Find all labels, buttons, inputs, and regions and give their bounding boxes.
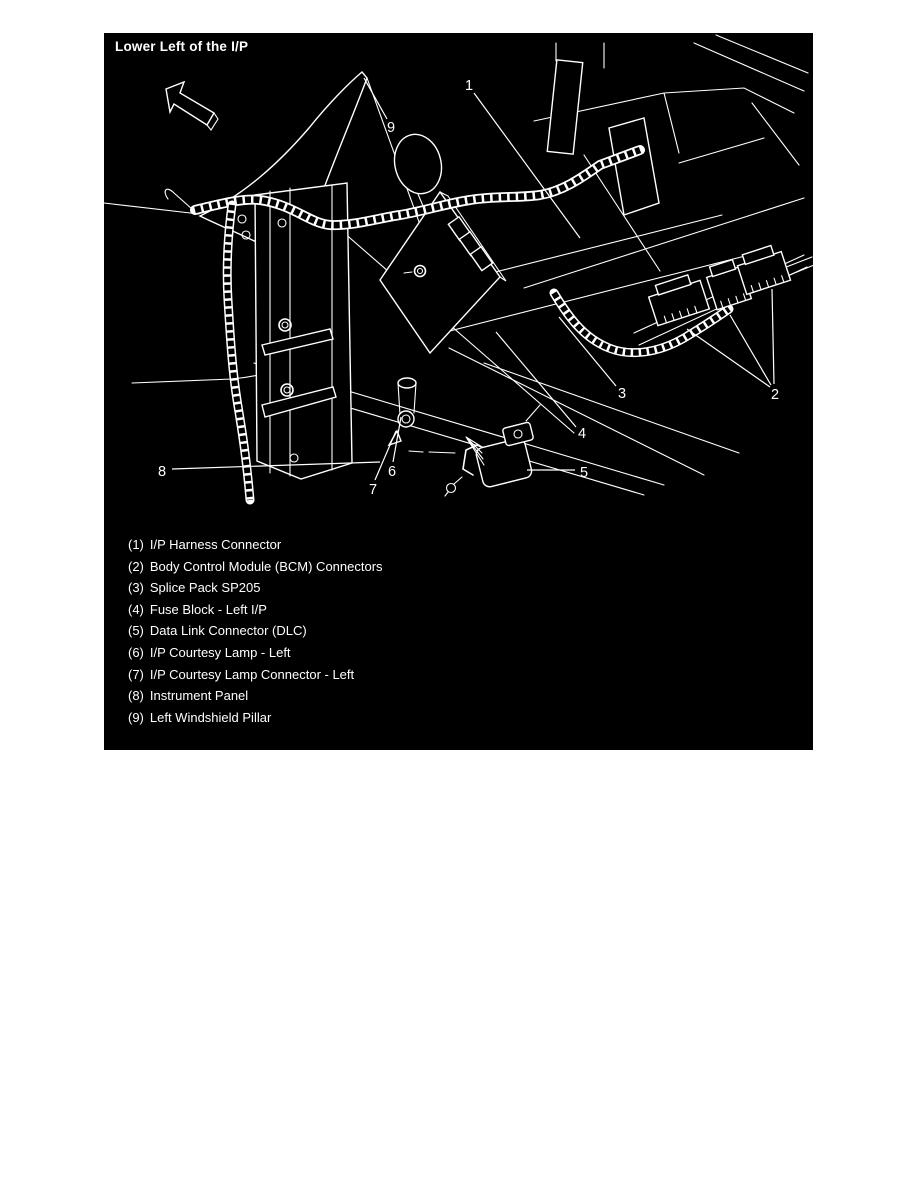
legend-label: I/P Courtesy Lamp - Left	[149, 644, 291, 660]
callout-7: 7	[369, 482, 377, 498]
figure-title: Lower Left of the I/P	[115, 39, 249, 54]
callout-6: 6	[388, 464, 396, 480]
callout-4: 4	[578, 426, 586, 442]
ip-wiring-diagram: 1 2 3 4 5 6 7 8 9	[104, 34, 813, 505]
legend-ref: (6)	[128, 644, 144, 660]
ip-harness-conduit	[164, 145, 734, 505]
legend-label: I/P Harness Connector	[149, 537, 282, 552]
callout-8: 8	[158, 464, 166, 480]
legend-ref: (4)	[128, 601, 144, 617]
legend-label: Instrument Panel	[149, 688, 249, 704]
legend-ref: (2)	[128, 558, 144, 574]
legend-ref: (9)	[128, 709, 144, 725]
callout-numbers: 1 2 3 4 5 6 7 8 9	[158, 78, 779, 498]
legend-ref: (3)	[128, 580, 144, 596]
legend-ref: (7)	[128, 666, 144, 682]
upper-brackets	[546, 59, 660, 216]
courtesy-lamp	[387, 377, 417, 447]
illustration-panel: Lower Left of the I/P	[104, 33, 813, 750]
legend-ref: (5)	[128, 623, 144, 639]
legend-label: Fuse Block - Left I/P	[149, 601, 267, 617]
callout-9: 9	[387, 120, 395, 136]
legend-item-9: (9) Left Windshield Pillar	[128, 707, 648, 729]
legend-item-4: (4) Fuse Block - Left I/P	[128, 599, 648, 621]
legend-ref: (8)	[128, 688, 144, 704]
callout-5: 5	[580, 465, 588, 481]
legend-label: Data Link Connector (DLC)	[149, 623, 307, 639]
legend-item-5: (5) Data Link Connector (DLC)	[128, 620, 648, 642]
data-link-connector	[408, 404, 541, 497]
legend-item-3: (3) Splice Pack SP205	[128, 577, 648, 599]
leader-lines	[171, 77, 775, 481]
instrument-panel-structure	[237, 182, 353, 480]
bolt-icon	[237, 214, 299, 463]
structure-lines	[253, 34, 813, 496]
legend-item-7: (7) I/P Courtesy Lamp Connector - Left	[128, 664, 648, 686]
legend: (1) I/P Harness Connector (2) Body Control…	[128, 534, 648, 728]
callout-1: 1	[465, 78, 473, 94]
bcm-connectors	[647, 244, 792, 327]
callout-2: 2	[771, 387, 779, 403]
fuse-block	[379, 190, 507, 355]
legend-item-2: (2) Body Control Module (BCM) Connectors	[128, 556, 648, 578]
legend-item-6: (6) I/P Courtesy Lamp - Left	[128, 642, 648, 664]
legend-label: Splice Pack SP205	[149, 580, 261, 596]
column-boot-oval	[393, 133, 443, 195]
legend-label: Left Windshield Pillar	[149, 709, 272, 725]
legend-item-1: (1) I/P Harness Connector	[128, 534, 648, 556]
legend-ref: (1)	[128, 537, 144, 552]
legend-item-8: (8) Instrument Panel	[128, 685, 648, 707]
legend-label: Body Control Module (BCM) Connectors	[149, 558, 383, 574]
arrow-up-left-icon	[165, 80, 219, 131]
legend-label: I/P Courtesy Lamp Connector - Left	[149, 666, 355, 682]
callout-3: 3	[618, 386, 626, 402]
